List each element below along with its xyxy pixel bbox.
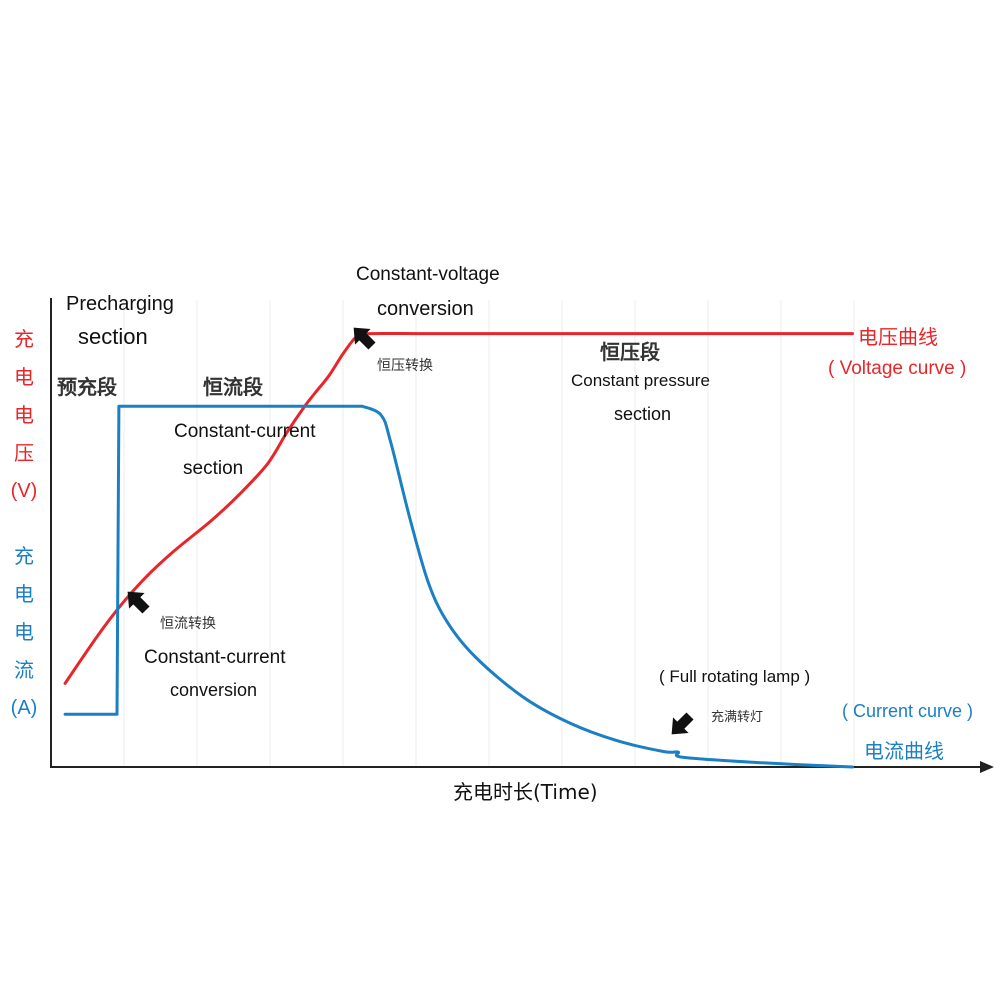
x-axis-label: 充电时长(Time) — [453, 780, 598, 804]
voltage-axis-char: 充 — [14, 327, 34, 351]
current-axis-label: 充 电 电 流 (A) — [4, 537, 44, 727]
cv-conversion-label: Constant-voltage — [356, 264, 500, 285]
voltage-legend-label: 电压曲线 — [858, 325, 938, 349]
full-lamp-cn-label: 充满转灯 — [711, 710, 764, 725]
current-curve-line — [63, 404, 854, 769]
cv-conversion-arrow-icon — [353, 327, 376, 350]
cv-conversion-cn-label: 恒压转换 — [377, 358, 433, 374]
current-axis-char: 电 — [14, 620, 34, 644]
current-axis-char: 电 — [14, 582, 34, 606]
cc-conversion-label: conversion — [170, 680, 258, 700]
voltage-axis-label: 充 电 电 压 (V) — [4, 320, 44, 510]
cc-conversion-arrow-icon — [127, 591, 150, 614]
cc-conversion-label: Constant-current — [144, 647, 286, 668]
x-axis-arrowhead — [980, 761, 994, 773]
precharging-cn-label: 预充段 — [57, 375, 117, 399]
voltage-axis-char: 电 — [14, 365, 34, 389]
cc-section-label: section — [183, 458, 244, 479]
cv-conversion-label: conversion — [377, 298, 474, 320]
cc-conversion-cn-label: 恒流转换 — [160, 616, 216, 632]
voltage-axis-char: 电 — [14, 403, 34, 427]
current-axis-char: 流 — [14, 658, 34, 682]
grid — [123, 300, 855, 767]
cp-section-label: section — [614, 404, 672, 424]
current-legend-label: ( Current curve ) — [842, 701, 974, 721]
cc-section-cn-label: 恒流段 — [203, 375, 263, 399]
current-legend-label: 电流曲线 — [864, 739, 944, 763]
cc-section-label: Constant-current — [174, 421, 316, 442]
current-axis-char: 充 — [14, 544, 34, 568]
voltage-curve-line — [63, 331, 854, 685]
current-axis-unit: (A) — [10, 697, 38, 719]
cp-section-label: Constant pressure — [571, 371, 710, 390]
annotation-arrows — [127, 327, 694, 735]
cp-section-cn-label: 恒压段 — [600, 340, 660, 364]
full-lamp-arrow-icon — [671, 712, 694, 735]
series-layer — [63, 331, 854, 769]
full-lamp-label: ( Full rotating lamp ) — [659, 667, 811, 686]
voltage-legend-label: ( Voltage curve ) — [828, 358, 967, 379]
voltage-axis-char: 压 — [14, 441, 34, 465]
voltage-axis-unit: (V) — [10, 480, 38, 502]
precharging-label: Precharging — [66, 293, 174, 315]
precharging-label: section — [78, 324, 148, 349]
